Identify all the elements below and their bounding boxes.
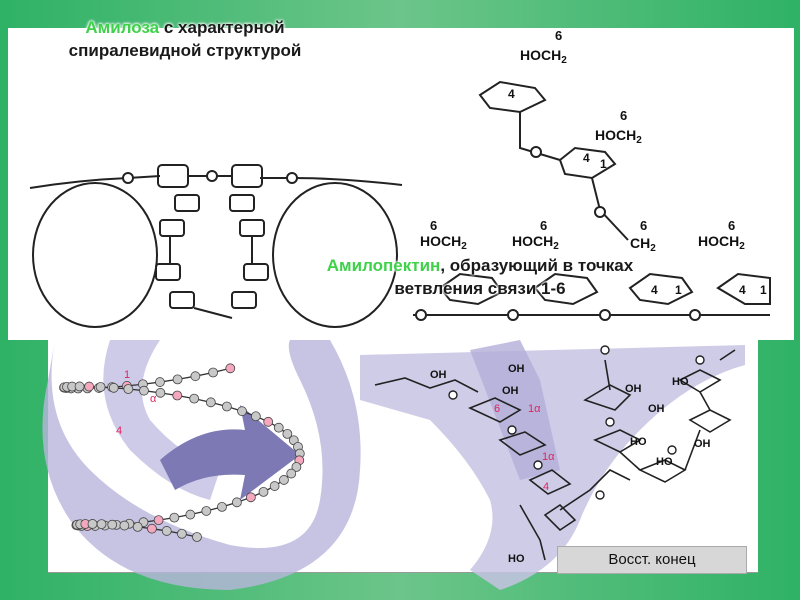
svg-text:4: 4 bbox=[116, 425, 122, 437]
svg-text:OH: OH bbox=[502, 385, 519, 397]
helix-node bbox=[217, 501, 227, 512]
amylose-caption: Амилоза с характерной спиралевидной стру… bbox=[55, 16, 315, 62]
helix-node bbox=[172, 374, 183, 385]
svg-text:6: 6 bbox=[728, 218, 735, 233]
svg-text:1: 1 bbox=[124, 369, 130, 381]
helix-node bbox=[208, 367, 218, 378]
svg-text:1: 1 bbox=[675, 283, 682, 297]
helix-node bbox=[185, 509, 196, 520]
helix-node bbox=[172, 390, 183, 401]
helix-node bbox=[286, 468, 297, 479]
svg-text:4: 4 bbox=[508, 87, 515, 101]
svg-text:4: 4 bbox=[739, 283, 746, 297]
helix-node bbox=[161, 526, 172, 536]
svg-text:1α: 1α bbox=[542, 451, 555, 463]
helix-node bbox=[176, 528, 187, 539]
amylopectin-description: , образующий в точках ветвления связи 1-… bbox=[394, 256, 634, 298]
helix-node bbox=[225, 363, 236, 374]
helix-node bbox=[273, 422, 284, 433]
svg-text:HO: HO bbox=[630, 436, 647, 448]
svg-text:OH: OH bbox=[508, 363, 525, 375]
helix-node bbox=[192, 532, 202, 542]
helix-node bbox=[279, 475, 289, 485]
svg-text:HOCH2: HOCH2 bbox=[698, 233, 745, 252]
svg-text:HOCH2: HOCH2 bbox=[595, 127, 642, 146]
svg-text:HO: HO bbox=[508, 553, 525, 565]
svg-text:6: 6 bbox=[640, 218, 647, 233]
svg-text:HO: HO bbox=[656, 456, 673, 468]
helix-node bbox=[155, 377, 165, 387]
svg-text:4: 4 bbox=[651, 283, 658, 297]
svg-text:4: 4 bbox=[583, 151, 590, 165]
svg-text:HOCH2: HOCH2 bbox=[420, 233, 467, 252]
helix-node bbox=[119, 520, 130, 531]
svg-text:6: 6 bbox=[494, 403, 500, 415]
helix-node bbox=[147, 523, 157, 534]
helix-node bbox=[190, 371, 201, 382]
helix-node bbox=[139, 385, 149, 396]
helix-node bbox=[221, 401, 232, 412]
helix-node bbox=[107, 519, 118, 530]
svg-text:1: 1 bbox=[760, 283, 767, 297]
helix-node bbox=[245, 492, 256, 503]
helix-node bbox=[250, 411, 261, 422]
helix-node bbox=[263, 416, 274, 427]
helix-node bbox=[132, 521, 143, 532]
amylose-term: Амилоза bbox=[85, 18, 160, 37]
helix-node bbox=[269, 481, 280, 491]
helix-node bbox=[123, 384, 134, 394]
helix-node bbox=[87, 519, 98, 529]
svg-text:1α: 1α bbox=[528, 403, 541, 415]
helix-node bbox=[258, 486, 269, 497]
svg-text:HO: HO bbox=[672, 376, 689, 388]
svg-text:6: 6 bbox=[555, 28, 562, 43]
svg-text:HOCH2: HOCH2 bbox=[520, 47, 567, 66]
svg-text:OH: OH bbox=[648, 403, 665, 415]
svg-text:OH: OH bbox=[430, 369, 447, 381]
amylose-description: с характерной спиралевидной структурой bbox=[68, 18, 302, 60]
helix-node bbox=[155, 387, 166, 398]
helix-node bbox=[84, 381, 95, 392]
helix-node bbox=[231, 497, 242, 508]
helix-node bbox=[237, 406, 247, 417]
helix-node bbox=[153, 515, 164, 526]
svg-text:HOCH2: HOCH2 bbox=[512, 233, 559, 252]
svg-text:6: 6 bbox=[540, 218, 547, 233]
helix-node bbox=[205, 397, 216, 408]
helix-node bbox=[291, 462, 302, 472]
helix-node bbox=[95, 382, 106, 392]
svg-text:OH: OH bbox=[625, 383, 642, 395]
svg-text:6: 6 bbox=[620, 108, 627, 123]
helix-node bbox=[96, 519, 107, 530]
svg-text:CH2: CH2 bbox=[630, 235, 656, 254]
svg-text:α: α bbox=[150, 393, 157, 405]
svg-text:OH: OH bbox=[694, 438, 711, 450]
reducing-end-label: Восст. конец bbox=[557, 546, 747, 574]
amylopectin-caption: Амилопектин, образующий в точках ветвлен… bbox=[315, 254, 645, 300]
helix-node bbox=[201, 506, 212, 516]
helix-node bbox=[189, 393, 200, 404]
svg-text:6: 6 bbox=[430, 218, 437, 233]
helix-node bbox=[282, 428, 293, 439]
svg-text:4: 4 bbox=[543, 481, 549, 493]
helix-node bbox=[74, 381, 85, 392]
helix-node bbox=[169, 512, 180, 523]
helix-node bbox=[108, 382, 119, 393]
svg-text:1: 1 bbox=[600, 157, 607, 171]
amylopectin-term: Амилопектин bbox=[326, 256, 441, 275]
